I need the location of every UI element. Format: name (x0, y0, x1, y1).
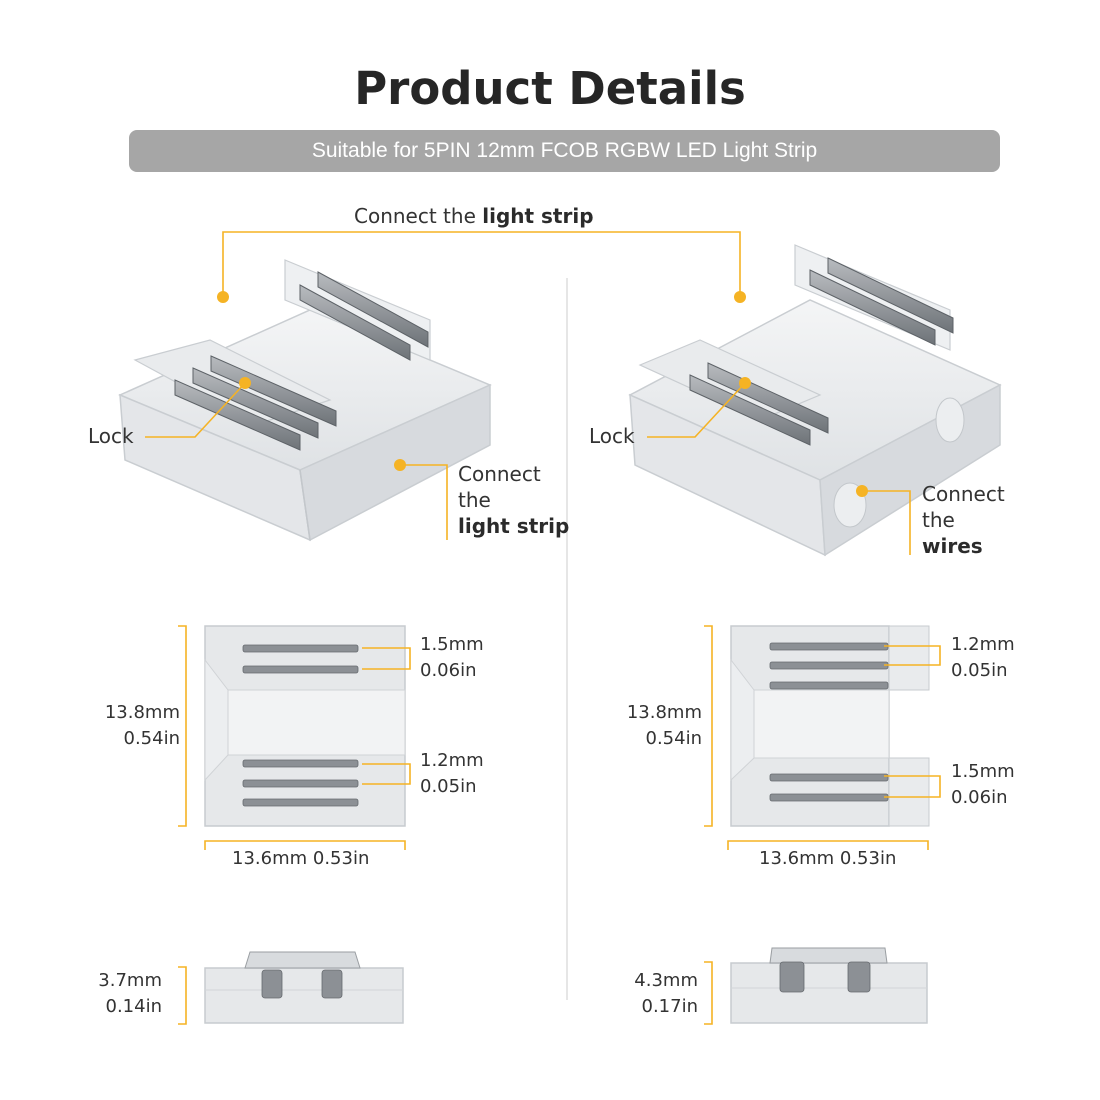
right-lock-label: Lock (589, 424, 635, 448)
left-bottom-pitch-in: 0.05in (420, 776, 477, 797)
top-callout-bold: light strip (482, 204, 594, 228)
left-bottom-pitch: 1.2mm 0.05in (420, 748, 484, 800)
left-height-in: 0.54in (123, 728, 181, 749)
left-side-label-line1: Connect (458, 462, 541, 486)
left-width-dimension: 13.6mm 0.53in (232, 848, 370, 869)
right-height-in: 0.54in (645, 728, 703, 749)
right-thickness-in: 0.17in (641, 996, 699, 1017)
top-callout-prefix: Connect the (354, 204, 483, 228)
left-bottom-pitch-mm: 1.2mm (420, 750, 484, 771)
subtitle-banner: Suitable for 5PIN 12mm FCOB RGBW LED Lig… (129, 130, 1000, 172)
right-side-label-bold: wires (922, 534, 983, 558)
page-title: Product Details (354, 62, 746, 115)
callout-lines (145, 231, 911, 555)
left-side-label-bold: light strip (458, 514, 570, 538)
right-dimension-lines (704, 625, 941, 1025)
right-connector-3d (628, 244, 1002, 557)
right-height-dimension: 13.8mm 0.54in (592, 700, 702, 752)
left-side-label: Connect the light strip (458, 461, 569, 539)
right-width-dimension: 13.6mm 0.53in (759, 848, 897, 869)
left-top-view (204, 625, 406, 827)
left-top-pitch: 1.5mm 0.06in (420, 632, 484, 684)
subtitle-text: Suitable for 5PIN 12mm FCOB RGBW LED Lig… (311, 139, 818, 162)
right-bottom-pitch: 1.5mm 0.06in (951, 759, 1015, 811)
right-side-view (730, 947, 928, 1024)
left-thickness-in: 0.14in (105, 996, 163, 1017)
right-side-label-line1: Connect (922, 482, 1005, 506)
left-thickness-dimension: 3.7mm 0.14in (60, 968, 162, 1020)
left-dimension-lines (178, 625, 411, 1025)
right-thickness-dimension: 4.3mm 0.17in (596, 968, 698, 1020)
right-side-label-line2: the (922, 508, 955, 532)
left-lock-label: Lock (88, 424, 134, 448)
right-top-pitch-mm: 1.2mm (951, 634, 1015, 655)
right-thickness-mm: 4.3mm (634, 970, 698, 991)
left-side-view (204, 951, 404, 1024)
right-top-pitch: 1.2mm 0.05in (951, 632, 1015, 684)
left-connector-3d (118, 259, 492, 542)
left-height-mm: 13.8mm (104, 702, 180, 723)
left-thickness-mm: 3.7mm (98, 970, 162, 991)
left-side-label-line2: the (458, 488, 491, 512)
right-height-mm: 13.8mm (626, 702, 702, 723)
right-side-label: Connect the wires (922, 481, 1005, 559)
right-bottom-pitch-mm: 1.5mm (951, 761, 1015, 782)
left-height-dimension: 13.8mm 0.54in (70, 700, 180, 752)
top-callout-label: Connect the light strip (354, 203, 594, 229)
right-bottom-pitch-in: 0.06in (951, 787, 1008, 808)
left-top-pitch-mm: 1.5mm (420, 634, 484, 655)
left-top-pitch-in: 0.06in (420, 660, 477, 681)
right-top-pitch-in: 0.05in (951, 660, 1008, 681)
right-top-view (730, 625, 930, 827)
callout-dots (217, 291, 868, 497)
